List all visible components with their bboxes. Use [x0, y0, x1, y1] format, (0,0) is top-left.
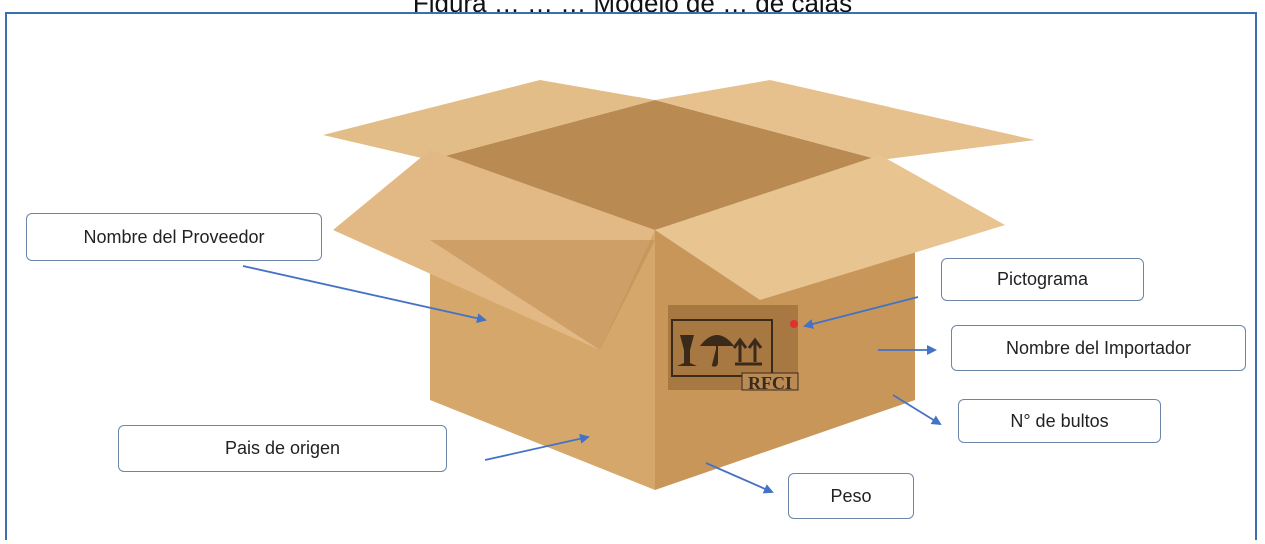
label-supplier-name: Nombre del Proveedor — [26, 213, 322, 261]
stamp-text: RFCI — [748, 373, 792, 393]
label-weight: Peso — [788, 473, 914, 519]
label-pictogram: Pictograma — [941, 258, 1144, 301]
red-dot-marker — [790, 320, 798, 328]
label-importer-name: Nombre del Importador — [951, 325, 1246, 371]
arrow-package-count — [893, 395, 940, 424]
arrow-weight — [706, 463, 772, 492]
label-country-of-origin: Pais de origen — [118, 425, 447, 472]
label-package-count: N° de bultos — [958, 399, 1161, 443]
